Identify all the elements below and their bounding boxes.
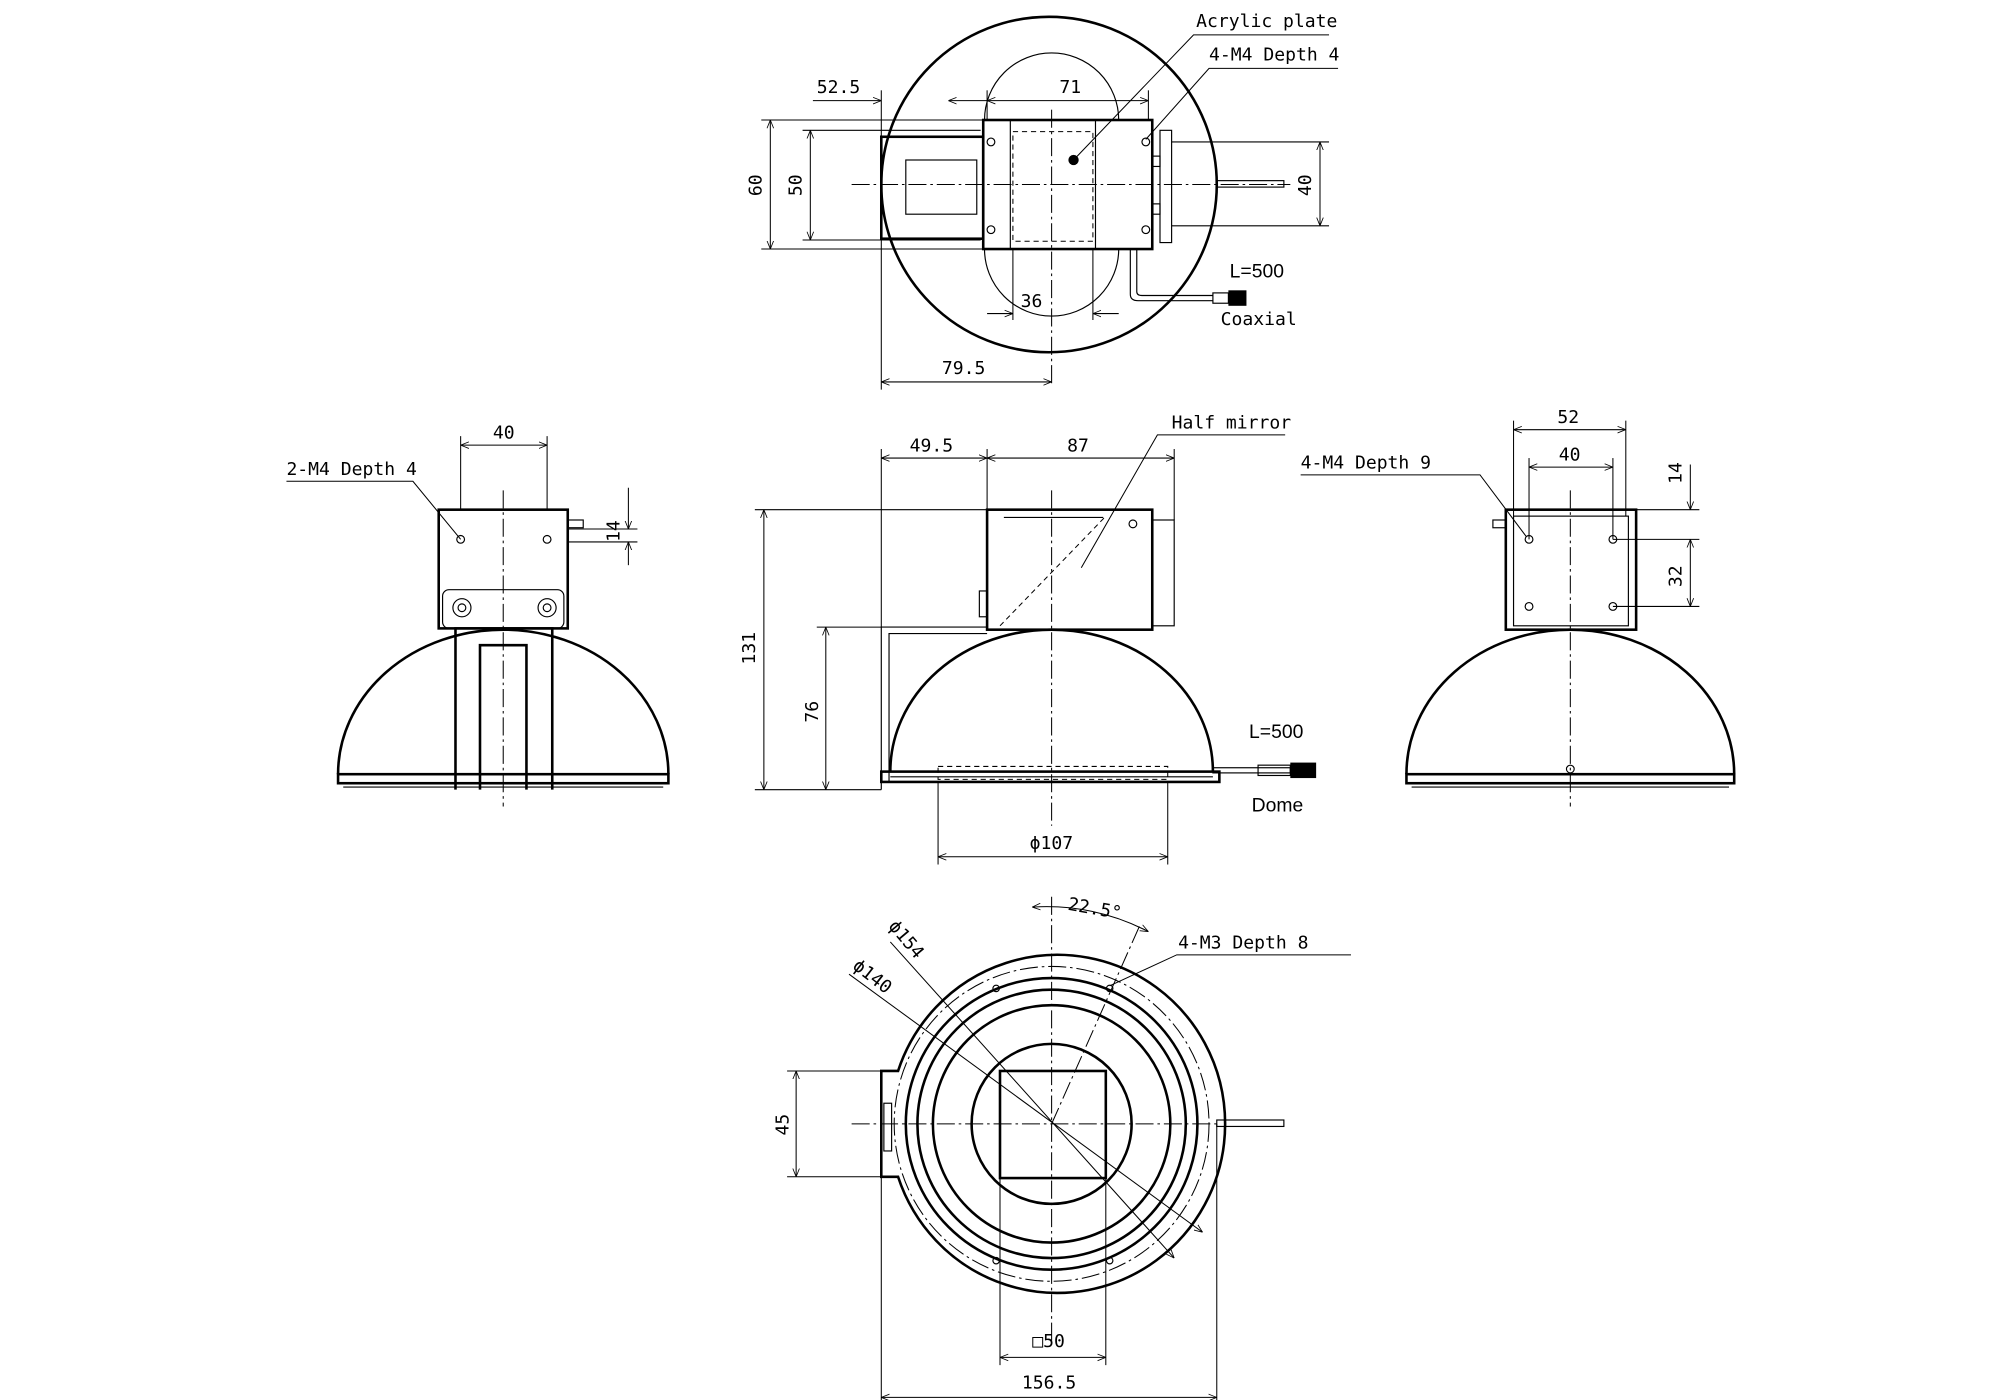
dim-52: 52 — [1557, 407, 1579, 428]
outer-rim — [880, 953, 1227, 1295]
label-4-m4-depth-9: 4-M4 Depth 9 — [1301, 452, 1431, 473]
front-view: 49.5 87 131 76 ϕ107 Half mirror L=500 Do… — [739, 412, 1317, 865]
label-cable-length: L=500 — [1249, 721, 1303, 743]
m3-hole-icons — [992, 984, 1114, 1265]
dim-156-5: 156.5 — [1022, 1372, 1076, 1393]
side-housing — [880, 135, 985, 240]
label-dome: Dome — [1252, 795, 1304, 817]
label-acrylic-plate: Acrylic plate — [1196, 11, 1337, 32]
dim-50: 50 — [785, 174, 806, 196]
bottom-view: 22.5° ϕ154 ϕ140 4-M3 Depth 8 45 □50 156.… — [772, 894, 1351, 1400]
dim-32: 32 — [1665, 565, 1686, 587]
dim-71: 71 — [1059, 77, 1081, 98]
half-mirror — [999, 515, 1107, 627]
dim-60: 60 — [745, 174, 766, 196]
dim-36: 36 — [1021, 291, 1043, 312]
dim-52-5: 52.5 — [817, 77, 860, 98]
housing — [985, 508, 1154, 631]
dim-14: 14 — [603, 520, 624, 542]
dim-phi-154: ϕ154 — [884, 916, 928, 963]
dim-79-5: 79.5 — [942, 358, 985, 379]
top-view: 52.5 71 60 50 40 36 79.5 Acrylic plate 4… — [745, 11, 1339, 390]
dim-square-50: □50 — [1032, 1331, 1065, 1352]
dim-phi-107: ϕ107 — [1030, 833, 1073, 854]
label-4-m3-depth-8: 4-M3 Depth 8 — [1178, 932, 1308, 953]
mounting-hole-icons — [986, 137, 1151, 235]
right-side-view: 52 40 14 32 4-M4 Depth 9 — [1300, 407, 1736, 807]
dim-22-5-deg: 22.5° — [1066, 894, 1123, 924]
label-4-m4-depth-4: 4-M4 Depth 4 — [1209, 45, 1339, 66]
dim-14: 14 — [1665, 462, 1686, 484]
label-coaxial: Coaxial — [1221, 309, 1297, 330]
square-aperture — [998, 1069, 1108, 1180]
left-side-view: 40 14 2-M4 Depth 4 — [286, 423, 670, 807]
dim-40: 40 — [493, 423, 515, 444]
dim-40: 40 — [1295, 174, 1316, 196]
label-cable-length: L=500 — [1230, 260, 1284, 282]
dim-40: 40 — [1559, 445, 1581, 466]
dim-131: 131 — [739, 632, 760, 665]
label-half-mirror: Half mirror — [1172, 412, 1292, 433]
dim-87: 87 — [1067, 436, 1089, 457]
label-2-m4-depth-4: 2-M4 Depth 4 — [286, 459, 416, 480]
dim-phi-140: ϕ140 — [849, 955, 896, 998]
dim-45: 45 — [772, 1114, 793, 1136]
dim-76: 76 — [802, 701, 823, 723]
dim-49-5: 49.5 — [910, 436, 953, 457]
